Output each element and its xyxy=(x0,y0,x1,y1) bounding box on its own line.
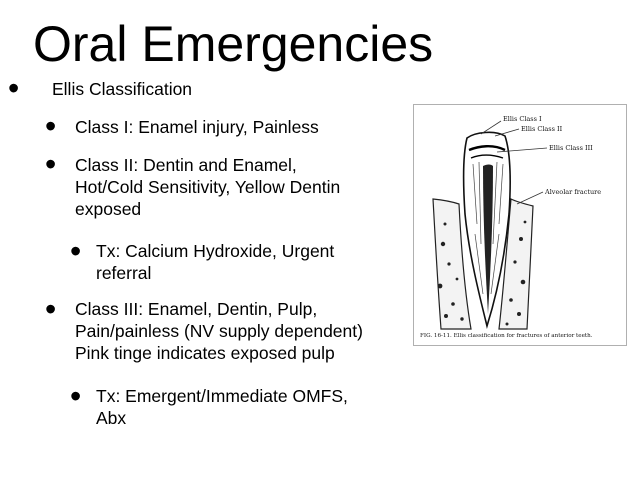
bullet-dot: • xyxy=(45,146,57,182)
bullet-line: Class II: Dentin and Enamel, xyxy=(75,155,297,175)
bullet-line: Hot/Cold Sensitivity, Yellow Dentin xyxy=(75,177,341,197)
bullet-line: Class III: Enamel, Dentin, Pulp, xyxy=(75,299,318,319)
bullet-ellis-classification: Ellis Classification xyxy=(52,79,193,99)
bullet-dot: • xyxy=(45,108,57,144)
bullet-line: Pink tinge indicates exposed pulp xyxy=(75,343,335,363)
bullet-dot: • xyxy=(70,378,82,414)
slide-title: Oral Emergencies xyxy=(33,16,434,72)
bullet-tx-emergent: Tx: Emergent/Immediate OMFS, Abx xyxy=(96,385,348,429)
bullet-class-1: Class I: Enamel injury, Painless xyxy=(75,117,319,137)
bullet-line: Tx: Emergent/Immediate OMFS, xyxy=(96,386,348,406)
figure-label-ellis-class-3: Ellis Class III xyxy=(549,144,593,152)
figure-caption: FIG. 16-11. Ellis classification for fra… xyxy=(420,333,593,339)
bullet-dot: • xyxy=(8,70,20,106)
figure-label-ellis-class-1: Ellis Class I xyxy=(503,115,542,123)
bullet-dot: • xyxy=(45,291,57,327)
bullet-dot: • xyxy=(70,233,82,269)
bullet-class-2: Class II: Dentin and Enamel, Hot/Cold Se… xyxy=(75,154,340,220)
figure-label-ellis-class-2: Ellis Class II xyxy=(521,125,563,133)
figure-label-alveolar-fracture: Alveolar fracture xyxy=(544,188,601,196)
bullet-tx-calcium: Tx: Calcium Hydroxide, Urgent referral xyxy=(96,240,334,284)
bullet-line: exposed xyxy=(75,199,142,219)
bullet-line: Tx: Calcium Hydroxide, Urgent xyxy=(96,241,335,261)
ellis-tooth-figure: Ellis Class I Ellis Class II Ellis Class… xyxy=(413,104,627,346)
bullet-line: referral xyxy=(96,263,152,283)
bullet-line: Pain/painless (NV supply dependent) xyxy=(75,321,363,341)
bullet-class-3: Class III: Enamel, Dentin, Pulp, Pain/pa… xyxy=(75,298,363,364)
bullet-line: Abx xyxy=(96,408,127,428)
